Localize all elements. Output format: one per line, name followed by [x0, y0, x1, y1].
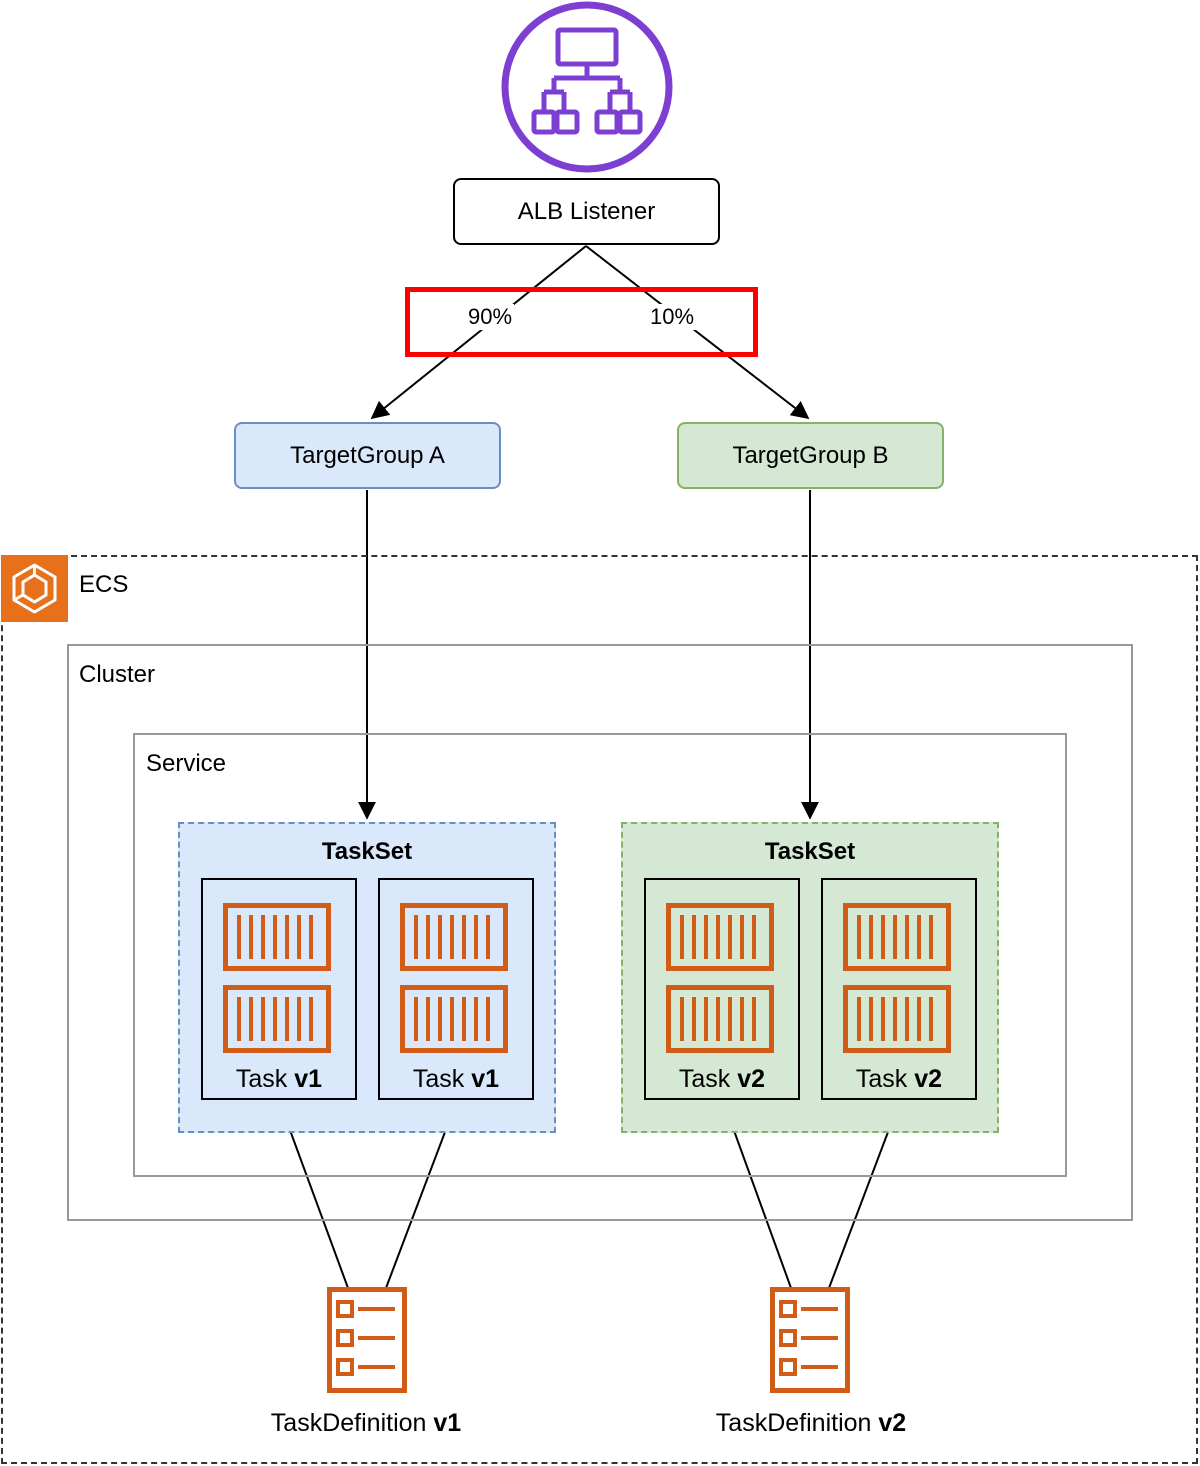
target-group-b: TargetGroup B [677, 422, 944, 489]
task-v1-2: Task v1 [378, 878, 534, 1100]
traffic-split-highlight [405, 287, 758, 357]
target-group-b-label: TargetGroup B [732, 441, 889, 469]
container-icon [400, 985, 508, 1053]
task-definition-v1-label: TaskDefinition v1 [270, 1409, 462, 1437]
taskset-b-title: TaskSet [764, 838, 856, 865]
service-label: Service [146, 750, 227, 777]
traffic-weight-a: 90% [466, 304, 515, 330]
container-icon [223, 985, 331, 1053]
load-balancer-icon [500, 0, 674, 174]
cluster-label: Cluster [79, 661, 156, 688]
edge-taskdef-v2-to-task-2 [828, 1101, 902, 1289]
container-icon [666, 985, 774, 1053]
alb-listener-label: ALB Listener [517, 197, 656, 225]
task-v2-2: Task v2 [821, 878, 977, 1100]
container-icon [666, 903, 774, 971]
edge-taskdef-v1-to-task-2 [385, 1101, 459, 1289]
container-icon [843, 985, 951, 1053]
task-caption: Task v2 [855, 1065, 943, 1093]
task-caption: Task v1 [235, 1065, 323, 1093]
alb-listener-node: ALB Listener [453, 178, 720, 245]
container-icon [400, 903, 508, 971]
container-icon [223, 903, 331, 971]
task-v1-1: Task v1 [201, 878, 357, 1100]
edge-taskdef-v2-to-task-1 [721, 1101, 792, 1289]
ecs-icon [1, 555, 68, 622]
service-box [133, 733, 1067, 1177]
task-v2-1: Task v2 [644, 878, 800, 1100]
edge-taskdef-v1-to-task-1 [277, 1101, 349, 1289]
taskset-a: TaskSet Task v1 Task v1 [178, 822, 556, 1133]
task-caption: Task v1 [412, 1065, 500, 1093]
task-caption: Task v2 [678, 1065, 766, 1093]
cluster-box [67, 644, 1133, 1221]
taskset-a-title: TaskSet [321, 838, 413, 865]
edge-listener-to-targetgroup-a [370, 245, 587, 420]
ecs-label: ECS [79, 571, 129, 598]
edge-listener-to-targetgroup-b [585, 245, 810, 420]
task-definition-v2-label: TaskDefinition v2 [715, 1409, 907, 1437]
target-group-a-label: TargetGroup A [290, 441, 445, 469]
task-definition-v2-icon [770, 1287, 850, 1393]
target-group-a: TargetGroup A [234, 422, 501, 489]
container-icon [843, 903, 951, 971]
taskset-b: TaskSet Task v2 Task v2 [621, 822, 999, 1133]
ecs-group [1, 555, 1198, 1464]
traffic-weight-b: 10% [648, 304, 697, 330]
task-definition-v1-icon [327, 1287, 407, 1393]
